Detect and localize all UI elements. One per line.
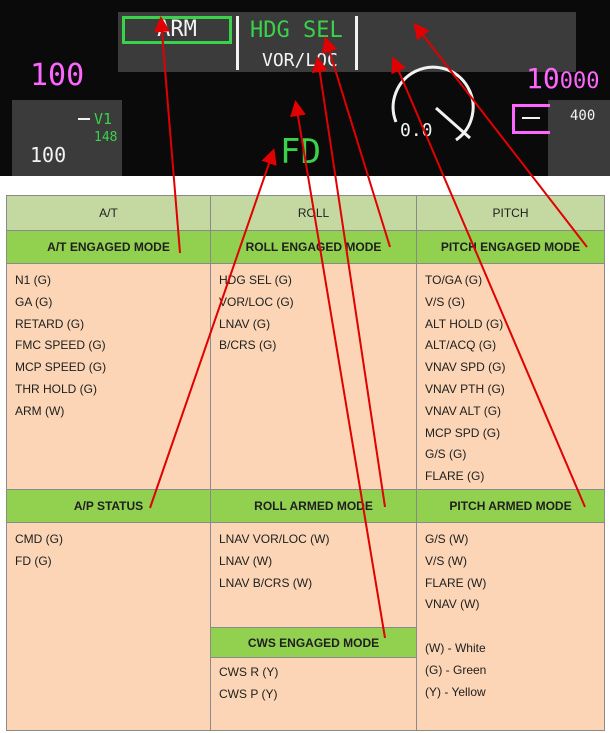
- roll-armed-container: LNAV VOR/LOC (W) LNAV (W) LNAV B/CRS (W)…: [211, 523, 416, 730]
- v1-tick: [78, 118, 90, 120]
- list-item: MCP SPEED (G): [15, 360, 107, 375]
- list-item: V/S (G): [425, 294, 466, 309]
- list-item: LNAV (G): [219, 316, 271, 331]
- list-item: MCP SPD (G): [425, 425, 501, 440]
- legend-item: (Y) - Yellow: [425, 684, 486, 699]
- list-item: VNAV (W): [425, 597, 480, 612]
- pitch-engaged-list: TO/GA (G) V/S (G) ALT HOLD (G) ALT/ACQ (…: [416, 263, 605, 490]
- list-item: ALT/ACQ (G): [425, 338, 497, 353]
- list-item: LNAV B/CRS (W): [219, 575, 313, 590]
- roll-armed-list: LNAV VOR/LOC (W) LNAV (W) LNAV B/CRS (W): [211, 523, 416, 627]
- column-header-roll: ROLL: [210, 195, 417, 231]
- legend-item: (G) - Green: [425, 662, 487, 677]
- list-item: ARM (W): [15, 403, 65, 418]
- roll-armed-cell: LNAV VOR/LOC (W) LNAV (W) LNAV B/CRS (W)…: [210, 522, 417, 731]
- speed-tape: [12, 100, 122, 176]
- list-item: LNAV (W): [219, 553, 273, 568]
- v1-speed: 148: [94, 130, 118, 145]
- spacer: [417, 616, 604, 638]
- roll-engaged-list: HDG SEL (G) VOR/LOC (G) LNAV (G) B/CRS (…: [210, 263, 417, 490]
- section-heading-cws-engaged: CWS ENGAGED MODE: [211, 627, 416, 658]
- section-heading-roll-armed: ROLL ARMED MODE: [210, 489, 417, 523]
- list-item: CWS P (Y): [219, 686, 278, 701]
- list-item: VOR/LOC (G): [219, 294, 294, 309]
- list-item: HDG SEL (G): [219, 273, 292, 287]
- section-heading-roll-engaged: ROLL ENGAGED MODE: [210, 230, 417, 264]
- section-heading-pitch-armed: PITCH ARMED MODE: [416, 489, 605, 523]
- column-header-at: A/T: [6, 195, 211, 231]
- ap-status-list: CMD (G) FD (G): [6, 522, 211, 731]
- fma-divider: [236, 16, 239, 70]
- section-heading-at-engaged: A/T ENGAGED MODE: [6, 230, 211, 264]
- list-item: CMD (G): [15, 532, 63, 546]
- list-item: RETARD (G): [15, 316, 85, 331]
- legend-item: (W) - White: [425, 641, 486, 656]
- list-item: CWS R (Y): [219, 665, 279, 679]
- list-item: FMC SPEED (G): [15, 338, 106, 353]
- list-item: FLARE (W): [425, 575, 487, 590]
- vertical-speed-dial: [391, 65, 475, 142]
- current-speed: 100: [30, 143, 67, 167]
- column-header-pitch: PITCH: [416, 195, 605, 231]
- list-item: G/S (G): [425, 447, 467, 462]
- list-item: FLARE (G): [425, 469, 485, 484]
- list-item: ALT HOLD (G): [425, 316, 504, 331]
- cws-engaged-list: CWS R (Y) CWS P (Y): [211, 658, 416, 706]
- pfd-display: ARM HDG SEL VOR/LOC 100 V1 148 100 FD 0.…: [0, 0, 610, 176]
- list-item: TO/GA (G): [425, 273, 483, 287]
- v1-label: V1: [94, 110, 113, 128]
- list-item: B/CRS (G): [219, 338, 277, 353]
- mode-table: A/T ROLL PITCH A/T ENGAGED MODE ROLL ENG…: [6, 195, 605, 731]
- list-item: THR HOLD (G): [15, 381, 97, 396]
- at-engaged-list: N1 (G) GA (G) RETARD (G) FMC SPEED (G) M…: [6, 263, 211, 490]
- section-heading-ap-status: A/P STATUS: [6, 489, 211, 523]
- list-item: GA (G): [15, 294, 53, 309]
- pitch-armed-list: G/S (W) V/S (W) FLARE (W) VNAV (W) (W) -…: [416, 522, 605, 731]
- list-item: VNAV SPD (G): [425, 360, 506, 375]
- selected-speed: 100: [30, 58, 85, 93]
- list-item: FD (G): [15, 553, 52, 568]
- list-item: G/S (W): [425, 532, 469, 546]
- section-heading-pitch-engaged: PITCH ENGAGED MODE: [416, 230, 605, 264]
- list-item: N1 (G): [15, 273, 51, 287]
- list-item: V/S (W): [425, 553, 467, 568]
- list-item: LNAV VOR/LOC (W): [219, 532, 330, 546]
- list-item: VNAV ALT (G): [425, 403, 502, 418]
- dial-needle: [435, 106, 471, 140]
- list-item: VNAV PTH (G): [425, 381, 505, 396]
